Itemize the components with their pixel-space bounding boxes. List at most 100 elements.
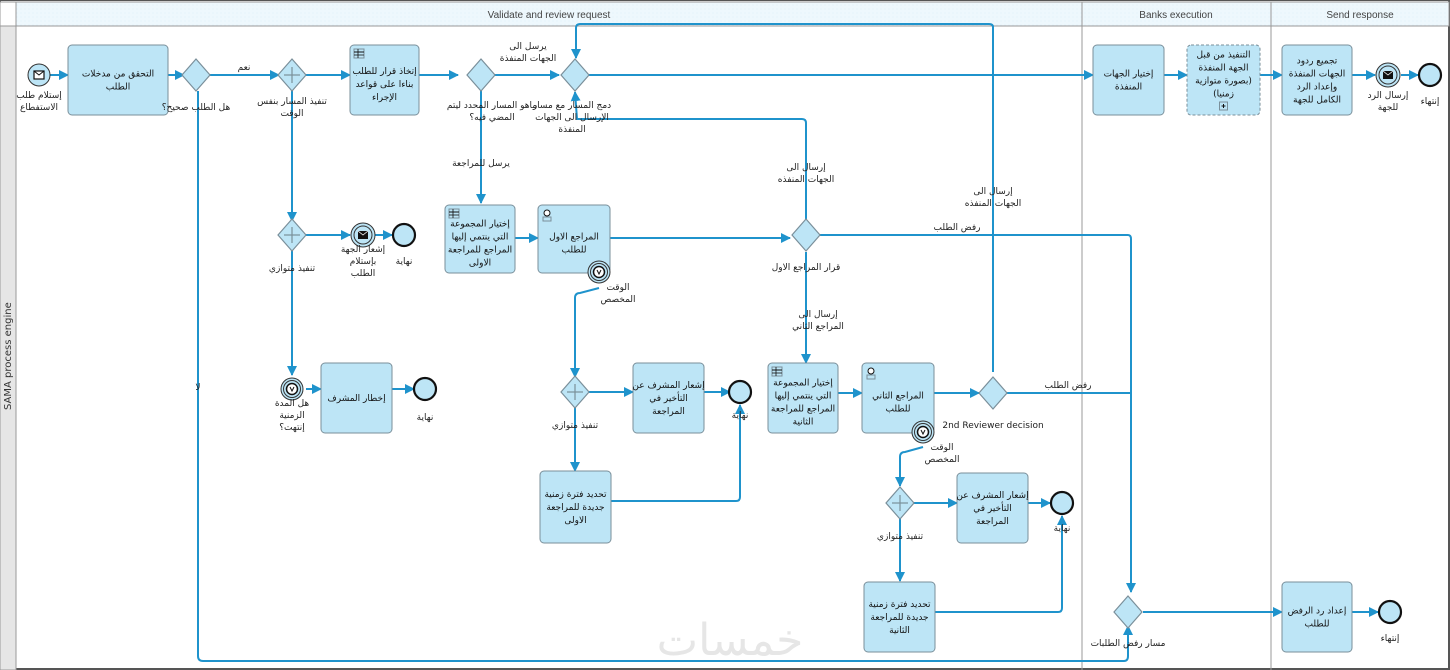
flow-new1-end[interactable] xyxy=(611,404,745,502)
lane-label-validate: Validate and review request xyxy=(488,10,611,21)
gateway-parallel-notify[interactable] xyxy=(277,218,307,252)
gateway-reject-path-label: مسار رفض الطلبات xyxy=(1091,639,1166,649)
end-event-circle xyxy=(1417,62,1443,88)
parallel-plus-icon xyxy=(284,67,300,83)
flow-new2-end[interactable] xyxy=(935,515,1067,613)
parallel-plus-icon xyxy=(567,384,583,400)
gateway-is-valid[interactable] xyxy=(181,58,211,92)
gateway-reject-path[interactable] xyxy=(1113,595,1143,629)
gateway-parallel1[interactable] xyxy=(560,375,590,409)
gateway-decision2-label: 2nd Reviewer decision xyxy=(942,421,1043,431)
start-event-request[interactable] xyxy=(27,63,51,87)
gateway-which-path[interactable] xyxy=(466,58,496,92)
flow-top-loop[interactable] xyxy=(571,23,994,372)
end-event-notify[interactable] xyxy=(391,222,417,248)
end-event-delay2[interactable] xyxy=(1049,490,1075,516)
gateway-decision2[interactable] xyxy=(978,376,1008,410)
end-event-circle xyxy=(727,379,753,405)
task-alert-supervisor[interactable]: إخطار المشرف xyxy=(320,362,393,434)
clock-icon xyxy=(592,265,606,279)
lane-header-response xyxy=(1270,1,1450,27)
task-notify-delay1-box xyxy=(632,362,705,434)
task-bank-exec-box xyxy=(1186,44,1261,116)
timer-event-period[interactable] xyxy=(280,377,304,401)
task-new-period1-box xyxy=(539,470,612,544)
gateway-parallel2-label: تنفيذ متوازي xyxy=(877,532,924,542)
gateway-reject-path-diamond xyxy=(1113,595,1143,629)
gateway-parallel2[interactable] xyxy=(885,486,915,520)
flow-dec1-reject[interactable] xyxy=(820,234,1136,593)
gateway-is-valid-diamond xyxy=(181,58,211,92)
gateway-parallel-same-time[interactable] xyxy=(277,58,307,92)
timer-event-reviewer2[interactable] xyxy=(911,420,935,444)
envelope-filled-icon xyxy=(357,230,369,239)
event-send-reply[interactable] xyxy=(1375,62,1401,88)
task-reject-reply-box xyxy=(1281,581,1353,653)
end-event-notify-label: نهاية xyxy=(396,257,413,267)
task-collect-box xyxy=(1281,44,1353,116)
task-validate-inputs-box xyxy=(67,44,169,116)
end-event-delay1[interactable] xyxy=(727,379,753,405)
timer-event-reviewer1[interactable] xyxy=(587,260,611,284)
end-event-reject[interactable] xyxy=(1377,599,1403,625)
pool-label: SAMA process engine xyxy=(3,302,14,410)
end-event-alert[interactable] xyxy=(412,376,438,402)
flow-label-send-review: يرسل للمراجعة xyxy=(452,159,510,169)
flow-label-no: لا xyxy=(195,383,200,393)
lane-header-validate xyxy=(15,1,1083,27)
business-rule-icon xyxy=(448,208,460,219)
gateway-decision1[interactable] xyxy=(791,218,821,252)
flow-label-reject-2: رفض الطلب xyxy=(1045,381,1092,391)
flow-dec1-up[interactable] xyxy=(570,91,807,222)
event-notify-receipt[interactable] xyxy=(350,222,376,248)
user-task-icon xyxy=(866,367,876,380)
lane-label-response: Send response xyxy=(1326,10,1394,21)
user-task-icon xyxy=(542,209,552,222)
flow-timer2-par[interactable] xyxy=(895,446,924,487)
gateway-merge[interactable] xyxy=(560,58,590,92)
end-event-circle xyxy=(1377,599,1403,625)
corner-cell xyxy=(0,1,17,27)
end-event-delay1-label: نهاية xyxy=(732,411,749,421)
end-event-final[interactable] xyxy=(1417,62,1443,88)
task-alert-supervisor-label: إخطار المشرف xyxy=(327,394,385,404)
flow-no[interactable] xyxy=(197,91,1133,662)
clock-icon xyxy=(916,425,930,439)
flow-timer1-par[interactable] xyxy=(570,287,600,378)
gateway-decision1-label: قرار المراجع الاول xyxy=(772,263,841,273)
end-event-final-label: إنتهاء xyxy=(1421,97,1440,107)
end-event-alert-label: نهاية xyxy=(417,413,434,423)
expand-subprocess-icon[interactable] xyxy=(1219,101,1228,111)
